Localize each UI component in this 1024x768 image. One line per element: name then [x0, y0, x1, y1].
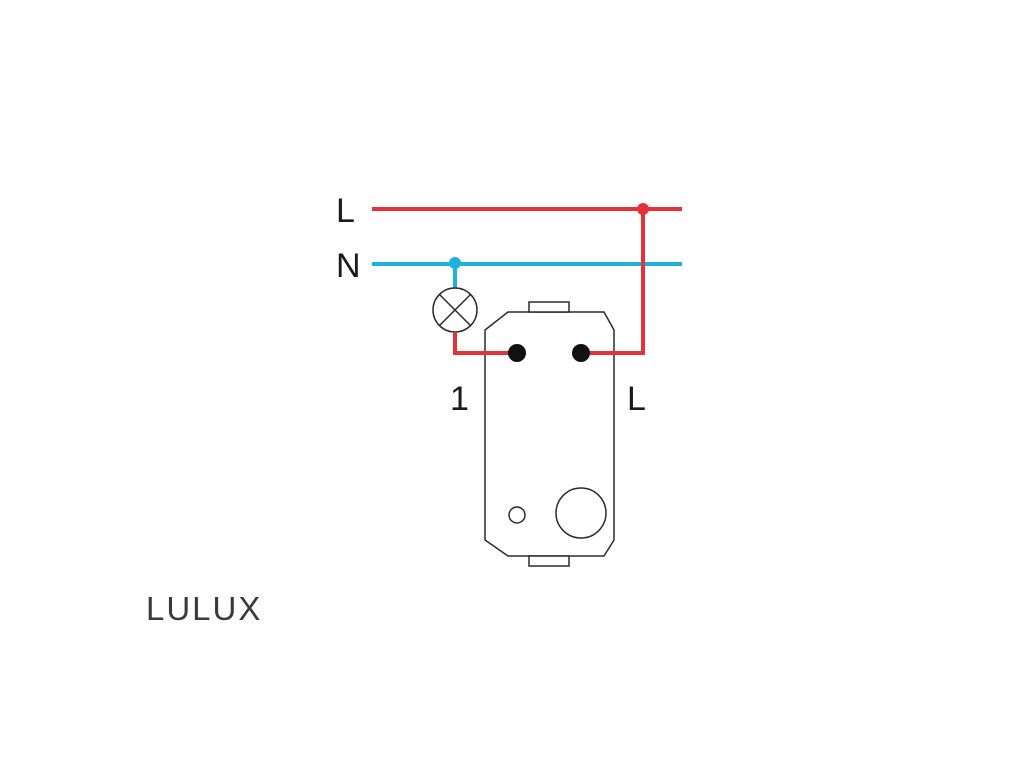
terminal-l-dot: [572, 344, 590, 362]
switch-top-tab: [528, 301, 570, 313]
terminal-l-label: L: [627, 380, 646, 418]
switch-button-circle: [555, 487, 607, 539]
line-bus-label: L: [336, 192, 355, 230]
terminal-1-label: 1: [450, 380, 469, 418]
live-junction-dot: [637, 203, 649, 215]
neutral-junction-dot: [449, 257, 461, 269]
indicator-small-circle: [508, 506, 526, 524]
brand-logo-text: LULUX: [146, 590, 263, 627]
live-to-terminal-l-wire: [581, 209, 645, 355]
neutral-bus-label: N: [336, 247, 361, 285]
lamp-icon: [432, 287, 478, 333]
switch-body: [484, 311, 615, 557]
terminal-1-dot: [508, 344, 526, 362]
lamp-to-terminal-1-wire: [453, 332, 517, 355]
switch-bottom-tab: [528, 555, 570, 567]
